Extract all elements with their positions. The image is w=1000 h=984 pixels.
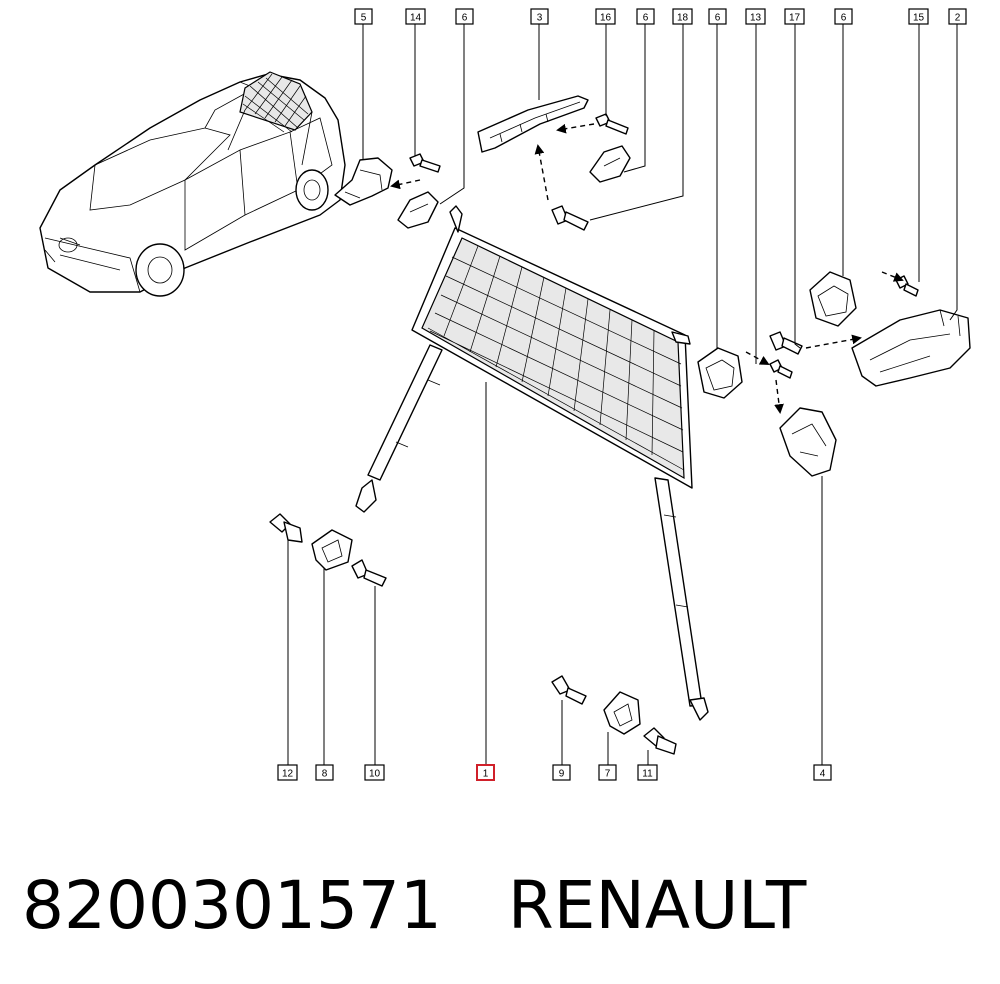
- svg-text:3: 3: [537, 13, 543, 24]
- part-18-screw: [551, 205, 589, 231]
- svg-text:11: 11: [642, 769, 653, 780]
- callout-13: 13: [745, 8, 766, 25]
- svg-text:12: 12: [282, 769, 294, 780]
- brand-name: RENAULT: [507, 866, 807, 944]
- callout-1-highlighted: 1: [476, 764, 495, 781]
- callouts-top: 5 14 6 3 16 6 18 6 13 17 6 15 2: [354, 8, 967, 25]
- svg-text:2: 2: [955, 13, 961, 24]
- callout-6-a: 6: [455, 8, 474, 25]
- part-8-clip: [311, 529, 353, 571]
- callout-15: 15: [908, 8, 929, 25]
- svg-text:16: 16: [600, 13, 612, 24]
- svg-text:10: 10: [369, 769, 381, 780]
- svg-text:5: 5: [361, 13, 367, 24]
- part-5-bracket: [334, 157, 393, 206]
- part-6-clip-right-a: [697, 347, 743, 399]
- svg-text:4: 4: [820, 769, 826, 780]
- part-11-bolt: [643, 727, 677, 755]
- callout-14: 14: [405, 8, 426, 25]
- callout-12: 12: [277, 764, 298, 781]
- callout-16: 16: [595, 8, 616, 25]
- callout-10: 10: [364, 764, 385, 781]
- svg-text:18: 18: [677, 13, 689, 24]
- svg-text:6: 6: [841, 13, 847, 24]
- part-16-pin: [595, 113, 629, 135]
- part-2-bracket: [851, 309, 971, 387]
- callout-18: 18: [672, 8, 693, 25]
- svg-text:1: 1: [483, 769, 489, 780]
- callout-3: 3: [530, 8, 549, 25]
- callout-11: 11: [637, 764, 658, 781]
- callout-7: 7: [598, 764, 617, 781]
- callout-5: 5: [354, 8, 373, 25]
- callout-9: 9: [552, 764, 571, 781]
- svg-text:6: 6: [643, 13, 649, 24]
- part-number: 8200301571: [22, 866, 442, 944]
- callout-2: 2: [948, 8, 967, 25]
- svg-text:6: 6: [462, 13, 468, 24]
- svg-text:7: 7: [605, 769, 611, 780]
- part-4-bracket: [779, 407, 837, 477]
- callout-6-b: 6: [636, 8, 655, 25]
- callout-4: 4: [813, 764, 832, 781]
- callout-6-c: 6: [708, 8, 727, 25]
- part-9-screw: [551, 675, 587, 705]
- parts-diagram: 5 14 6 3 16 6 18 6 13 17 6 15 2 12 8 10 …: [39, 8, 971, 781]
- part-6-clip-left: [397, 191, 439, 229]
- car-illustration: [39, 71, 346, 297]
- svg-text:9: 9: [559, 769, 565, 780]
- part-1-cargo-net: [355, 205, 709, 721]
- part-13-pin: [769, 359, 793, 379]
- svg-text:6: 6: [715, 13, 721, 24]
- part-12-bolt: [269, 513, 303, 543]
- svg-text:17: 17: [789, 13, 801, 24]
- callout-17: 17: [784, 8, 805, 25]
- part-17-bolt: [769, 331, 803, 355]
- part-3-rail: [477, 95, 589, 153]
- part-6-clip-right-b: [809, 271, 857, 327]
- part-14-pin: [409, 153, 441, 173]
- svg-text:15: 15: [913, 13, 925, 24]
- callouts-bottom: 12 8 10 1 9 7 11 4: [277, 764, 832, 781]
- svg-text:14: 14: [410, 13, 422, 24]
- svg-text:13: 13: [750, 13, 762, 24]
- svg-text:8: 8: [322, 769, 328, 780]
- leader-lines: [287, 24, 958, 766]
- part-10-screw: [351, 559, 387, 587]
- callout-6-d: 6: [834, 8, 853, 25]
- caption: 8200301571 RENAULT: [22, 860, 806, 950]
- part-7-clip: [603, 691, 641, 735]
- part-6-clip-mid: [589, 145, 631, 183]
- callout-8: 8: [315, 764, 334, 781]
